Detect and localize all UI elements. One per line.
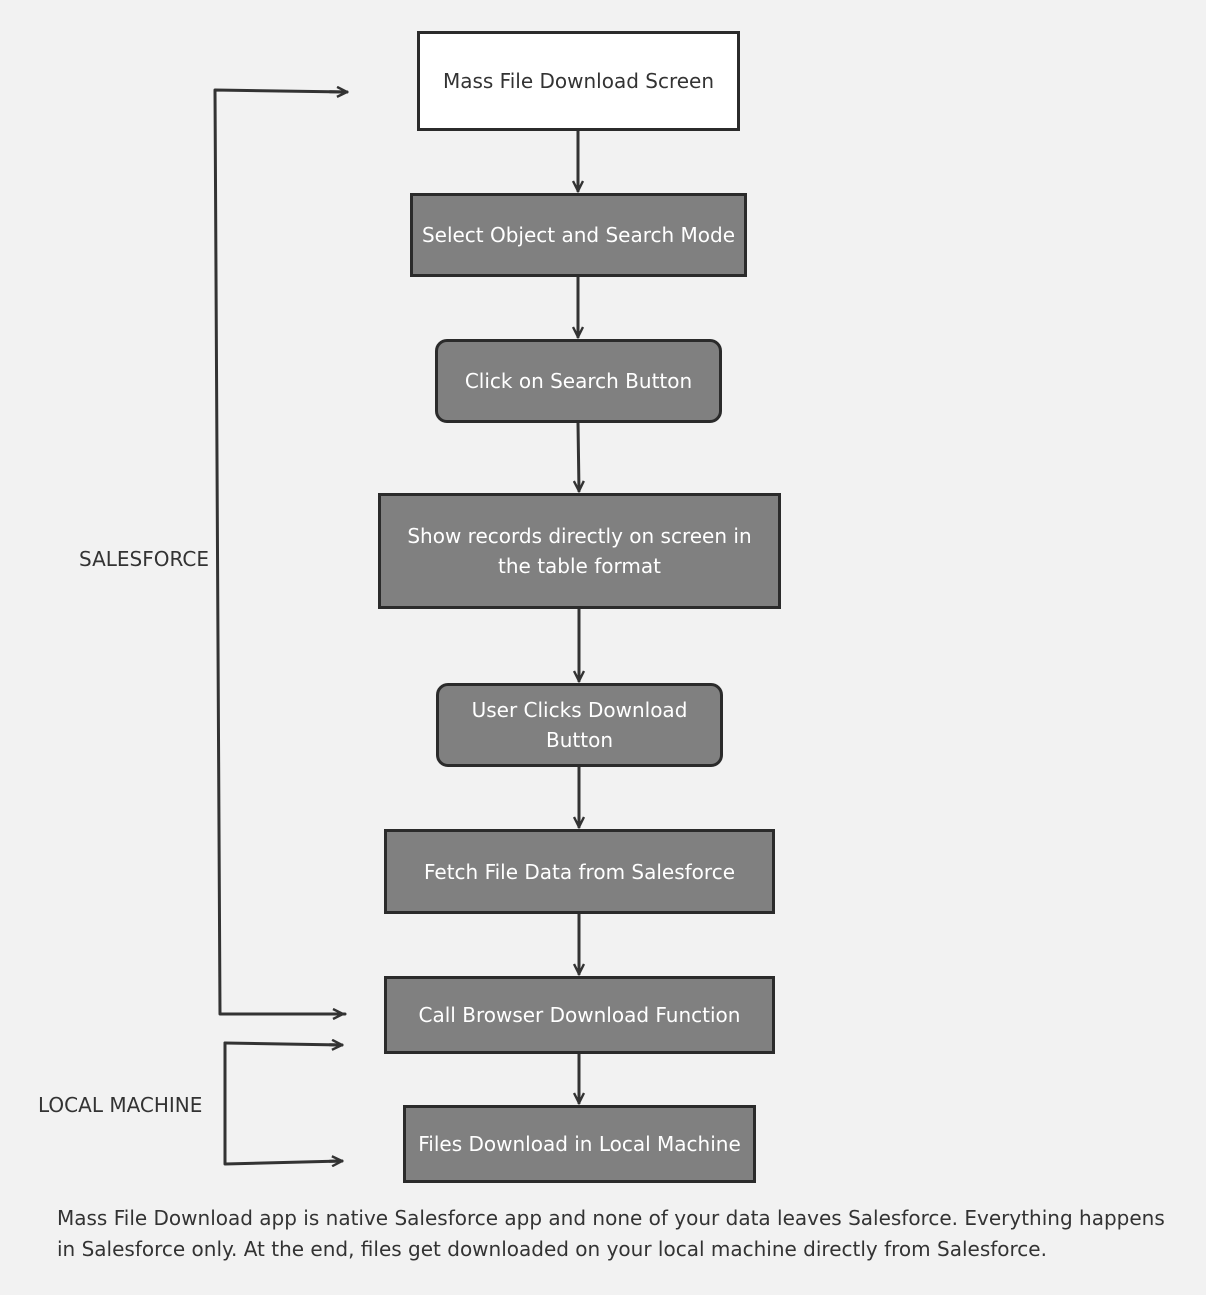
node-select-object-and-search-mode: Select Object and Search Mode bbox=[410, 193, 747, 277]
node-label: Mass File Download Screen bbox=[442, 69, 715, 93]
node-call-browser-download-function: Call Browser Download Function bbox=[384, 976, 775, 1054]
arrow-search-to-show bbox=[578, 421, 579, 493]
node-user-clicks-download-button: User Clicks Download Button bbox=[436, 683, 723, 767]
node-label: User Clicks Download Button bbox=[471, 698, 688, 752]
group-label-salesforce: SALESFORCE bbox=[79, 547, 209, 571]
node-click-on-search-button: Click on Search Button bbox=[435, 339, 722, 423]
node-label: Files Download in Local Machine bbox=[418, 1132, 741, 1156]
node-label: Fetch File Data from Salesforce bbox=[423, 859, 735, 884]
node-fetch-file-data: Fetch File Data from Salesforce bbox=[384, 829, 775, 914]
salesforce-bracket bbox=[213, 88, 349, 1016]
local-machine-bracket-spine bbox=[223, 1041, 344, 1166]
group-label-local-machine: LOCAL MACHINE bbox=[38, 1093, 203, 1117]
node-label: Click on Search Button bbox=[464, 369, 693, 393]
node-label: Call Browser Download Function bbox=[418, 1003, 741, 1027]
node-files-download-in-local-machine: Files Download in Local Machine bbox=[403, 1105, 756, 1183]
node-show-records-on-screen: Show records directly on screen in the t… bbox=[378, 493, 781, 609]
node-mass-file-download-screen: Mass File Download Screen bbox=[417, 31, 740, 131]
local-machine-bracket bbox=[223, 1041, 344, 1047]
node-label: Show records directly on screen in the t… bbox=[407, 524, 752, 578]
diagram-caption: Mass File Download app is native Salesfo… bbox=[57, 1206, 1165, 1261]
node-label: Select Object and Search Mode bbox=[421, 223, 736, 247]
